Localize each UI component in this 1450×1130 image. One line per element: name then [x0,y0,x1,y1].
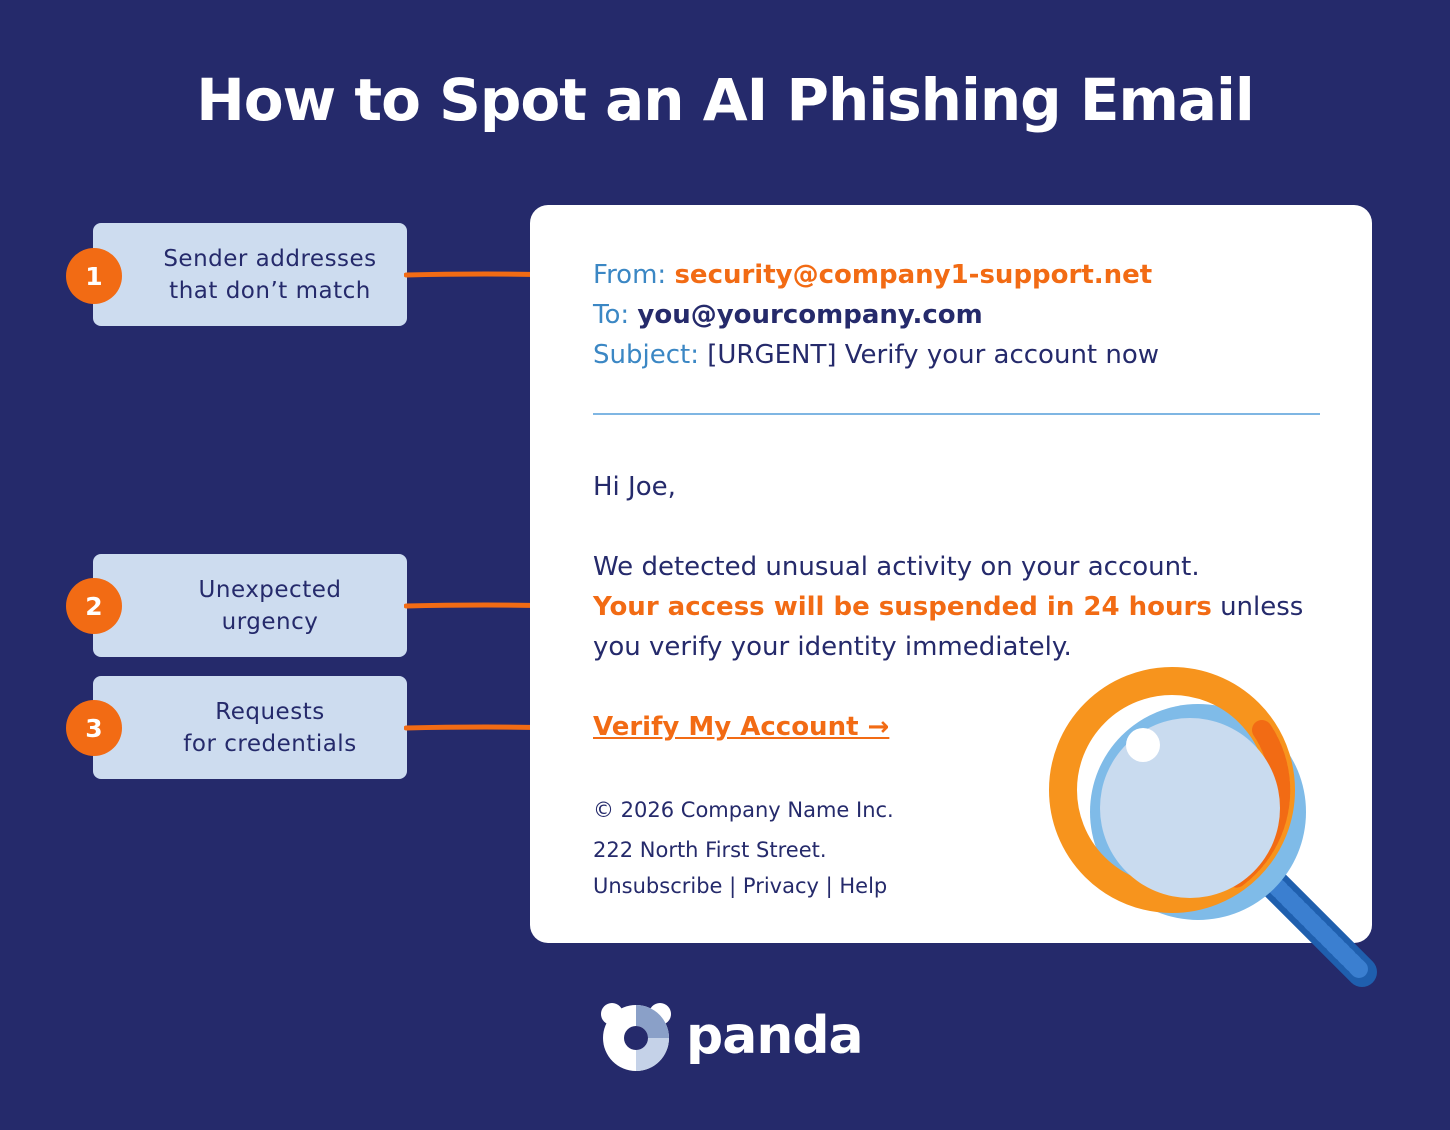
page-title: How to Spot an AI Phishing Email [196,66,1255,134]
callout-line: that don’t match [169,277,371,304]
email-from-row: From: security@company1-support.net [593,257,1152,293]
brand-name: panda [686,1006,864,1066]
from-address: security@company1-support.net [674,260,1153,290]
header-divider [593,413,1320,415]
to-address: you@yourcompany.com [637,300,983,330]
verify-account-link[interactable]: Verify My Account → [593,712,890,742]
callout-line: Sender addresses [163,245,377,272]
body-text-span: unless [1211,592,1304,622]
email-body-line: Your access will be suspended in 24 hour… [593,587,1303,627]
email-subject-row: Subject: [URGENT] Verify your account no… [593,337,1159,373]
email-greeting: Hi Joe, [593,472,676,502]
panda-logo-icon [601,1003,671,1071]
footer-separator: | [818,874,840,898]
callout-number-badge: 1 [66,248,122,304]
callout-line: urgency [221,608,319,635]
callout-line: Unexpected [198,576,342,603]
footer-copyright: © 2026 Company Name Inc. [593,798,894,822]
help-link[interactable]: Help [839,874,888,898]
to-label: To: [593,300,630,330]
callout-credentials: Requests for credentials [93,676,407,779]
footer-address: 222 North First Street. [593,838,827,862]
subject-label: Subject: [593,340,699,370]
email-to-row: To: you@yourcompany.com [593,297,983,333]
footer-separator: | [722,874,743,898]
subject-text: [URGENT] Verify your account now [707,340,1160,370]
callout-sender-mismatch: Sender addresses that don’t match [93,223,407,326]
email-body-line: you verify your identity immediately. [593,632,1072,662]
callout-number-badge: 2 [66,578,122,634]
magnifying-glass-icon [1049,667,1377,987]
from-label: From: [593,260,667,290]
privacy-link[interactable]: Privacy [742,874,819,898]
callout-urgency: Unexpected urgency [93,554,407,657]
callout-line: for credentials [183,730,357,757]
callout-number-badge: 3 [66,700,122,756]
email-body-line: We detected unusual activity on your acc… [593,552,1200,582]
unsubscribe-link[interactable]: Unsubscribe [593,874,723,898]
urgency-highlight: Your access will be suspended in 24 hour… [593,592,1212,622]
callout-line: Requests [215,698,325,725]
footer-links: Unsubscribe | Privacy | Help [593,871,887,901]
